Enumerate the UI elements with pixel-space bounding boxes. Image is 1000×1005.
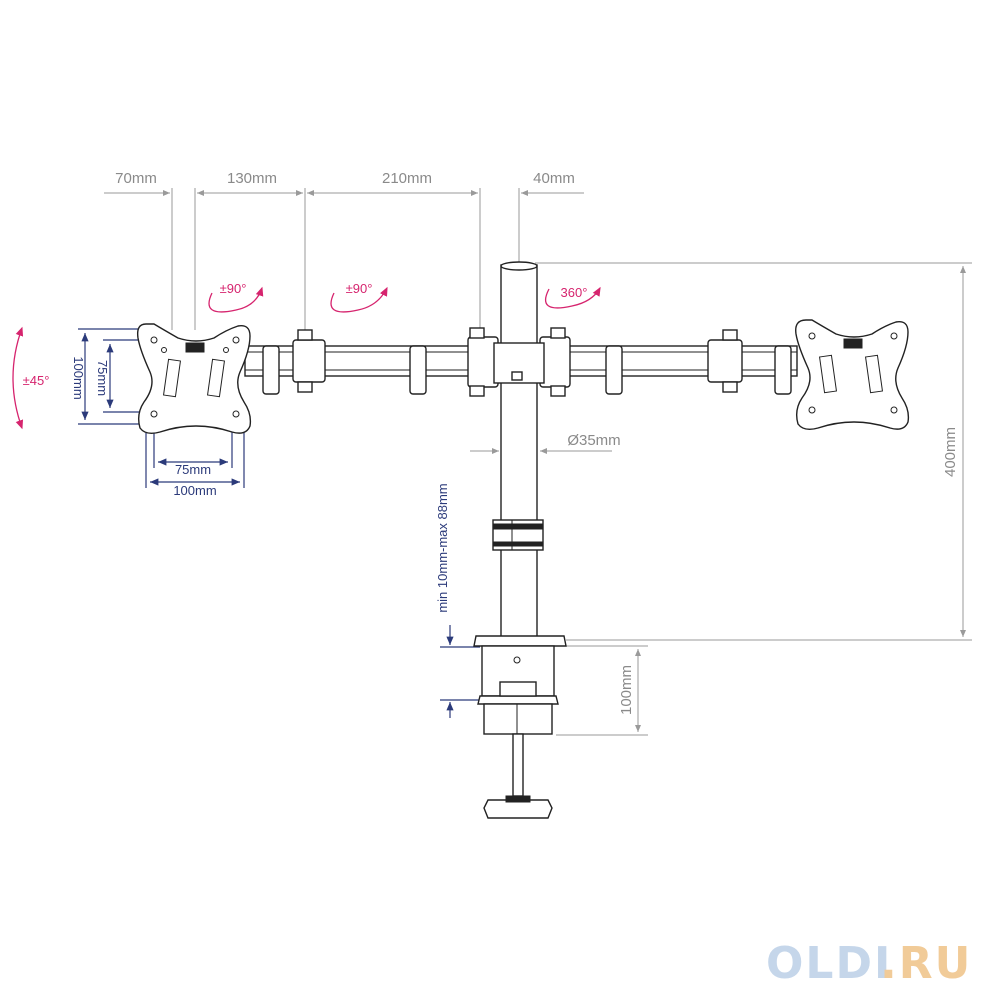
swivel-arrow-icon: [208, 286, 601, 313]
dim-top-70: 70mm: [115, 170, 157, 187]
dim-desk-thickness: min 10mm-max 88mm: [435, 483, 450, 612]
rotation-swivel-1: ±90°: [220, 281, 247, 296]
right-arm: [493, 327, 798, 397]
height-dimension-lines: [535, 262, 972, 641]
dim-clamp-100: 100mm: [618, 665, 635, 715]
desk-clamp: [473, 635, 567, 819]
tilt-arrow-icon: [12, 326, 24, 430]
left-arm: [244, 327, 499, 397]
dim-vesa-horizontal-outer: 100mm: [173, 483, 216, 498]
dim-top-130: 130mm: [227, 170, 277, 187]
dim-vesa-vertical-inner: 75mm: [95, 360, 110, 396]
right-vesa-plate: [795, 319, 910, 431]
watermark-left: OLDI: [766, 938, 892, 989]
pole: [492, 261, 544, 641]
dim-top-40: 40mm: [533, 170, 575, 187]
rotation-swivel-2: ±90°: [346, 281, 373, 296]
dim-height-400: 400mm: [942, 427, 959, 477]
vesa-dimension-lines: [78, 328, 245, 488]
desk-thickness-lines: [440, 625, 480, 718]
rotation-tilt: ±45°: [23, 373, 50, 388]
dim-vesa-vertical-outer: 100mm: [71, 356, 86, 399]
dim-top-210: 210mm: [382, 170, 432, 187]
dim-pole-diameter: Ø35mm: [567, 432, 620, 449]
dim-vesa-horizontal-inner: 75mm: [175, 462, 211, 477]
rotation-pole: 360°: [561, 285, 588, 300]
top-dimension-lines: [104, 188, 584, 330]
watermark-right: .RU: [880, 938, 972, 989]
left-vesa-plate: [136, 323, 252, 435]
